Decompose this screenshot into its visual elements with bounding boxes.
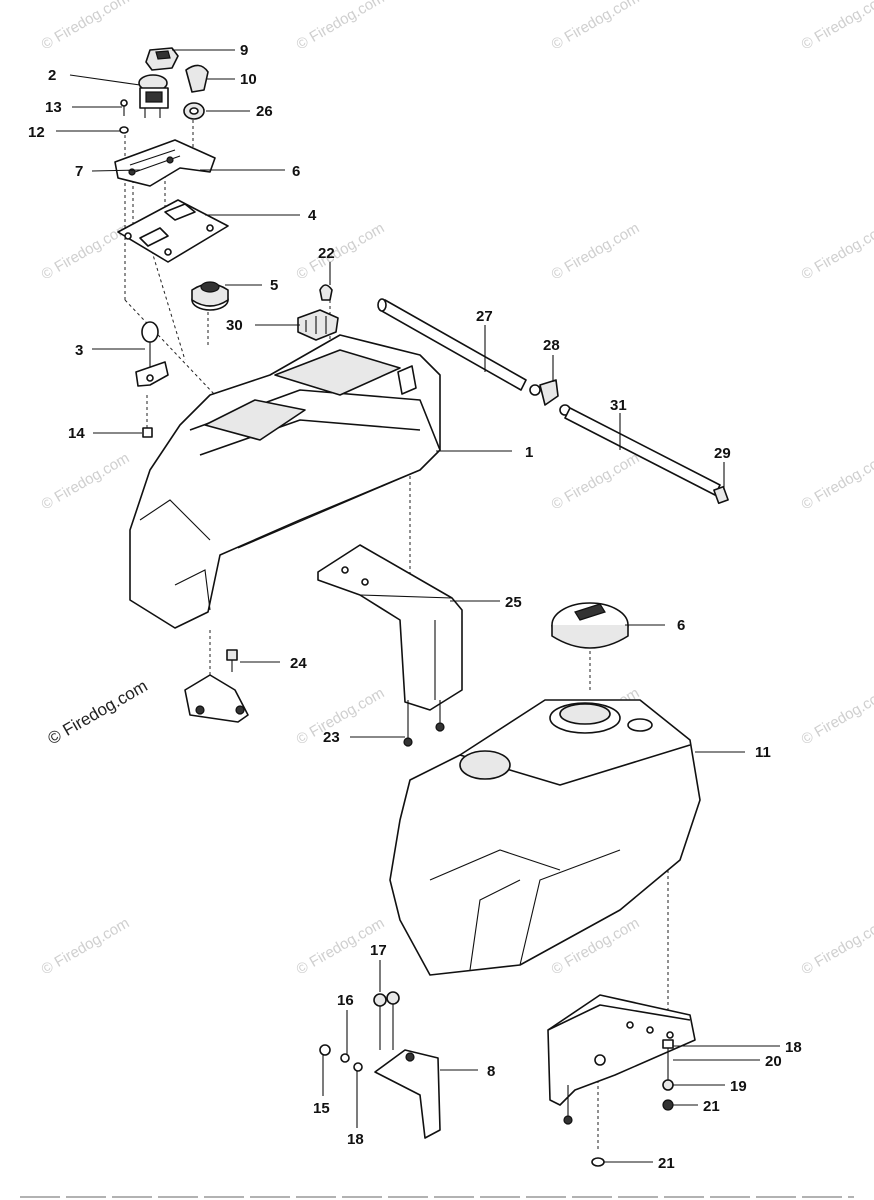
part-28-fuel-valve [529, 379, 571, 416]
watermark-tile: © Firedog.com [799, 684, 874, 748]
part-12-washer [119, 126, 129, 134]
callout-11: 11 [755, 744, 771, 761]
callout-6a: 6 [292, 163, 300, 180]
part-15-bolt [319, 1044, 331, 1056]
callout-18b: 18 [347, 1131, 364, 1148]
callout-21b: 21 [658, 1155, 675, 1172]
callout-26: 26 [256, 103, 273, 120]
watermark-tile: © Firedog.com [39, 914, 133, 978]
callout-17: 17 [370, 942, 387, 959]
callout-29: 29 [714, 445, 731, 462]
watermark-tile: © Firedog.com [39, 0, 133, 53]
part-22-clip [319, 284, 333, 301]
callout-numbers: 9 2 10 13 26 12 7 6 4 22 5 30 27 28 3 31… [28, 42, 802, 1172]
callout-6b: 6 [677, 617, 685, 634]
callout-4: 4 [308, 207, 317, 224]
part-29-fuel-filter [713, 485, 729, 505]
part-13-screw [120, 99, 128, 116]
part-5-switch-body [191, 281, 229, 311]
callout-31: 31 [610, 397, 627, 414]
callout-20: 20 [765, 1053, 782, 1070]
watermark-tile: © Firedog.com [294, 0, 388, 53]
part-6-fuel-cap [551, 602, 629, 649]
part-17-bolts [373, 991, 400, 1050]
part-23-bolts [403, 700, 445, 747]
callout-13: 13 [45, 99, 62, 116]
part-21-nut-lower [591, 1157, 605, 1167]
callout-19: 19 [730, 1078, 747, 1095]
watermark-tile: © Firedog.com [799, 914, 874, 978]
part-11-fuel-tank [389, 699, 701, 976]
part-1-console-cover [129, 334, 441, 629]
watermark-main: © Firedog.com [45, 676, 151, 748]
callout-15: 15 [313, 1100, 330, 1117]
part-18-washer-left [353, 1062, 363, 1072]
part-26-nut [183, 102, 205, 120]
callout-25: 25 [505, 594, 522, 611]
part-8-bracket [374, 1049, 441, 1139]
callout-30: 30 [226, 317, 243, 334]
watermark-tile: © Firedog.com [549, 449, 643, 513]
callout-1: 1 [525, 444, 533, 461]
bracket-left [184, 674, 249, 723]
callout-12: 12 [28, 124, 45, 141]
callout-23: 23 [323, 729, 340, 746]
callout-9: 9 [240, 42, 248, 59]
callout-10: 10 [240, 71, 257, 88]
part-25-support-bracket [317, 544, 463, 711]
part-9-switch-cap [145, 47, 179, 71]
part-6-bracket [114, 139, 216, 187]
watermark-tile: © Firedog.com [549, 0, 643, 53]
callout-8: 8 [487, 1063, 495, 1080]
callout-14: 14 [68, 425, 85, 442]
watermark-tile: © Firedog.com [799, 219, 874, 283]
watermark-tile: © Firedog.com [799, 0, 874, 53]
watermark-tile: © Firedog.com [39, 219, 133, 283]
watermark-tile: © Firedog.com [294, 219, 388, 283]
part-16-washer [340, 1053, 350, 1063]
callout-18a: 18 [785, 1039, 802, 1056]
part-3-choke-lever [135, 321, 169, 387]
callout-22: 22 [318, 245, 335, 262]
callout-3: 3 [75, 342, 83, 359]
bracket-right [547, 994, 696, 1125]
part-2-ignition-switch [138, 74, 169, 118]
callout-24: 24 [290, 655, 307, 672]
callout-16: 16 [337, 992, 354, 1009]
watermark-tile: © Firedog.com [39, 449, 133, 513]
part-14-nut [142, 427, 153, 438]
part-19-nut [662, 1079, 674, 1091]
leader-lines [56, 49, 780, 1163]
part-21-nut-upper [662, 1099, 674, 1111]
callout-27: 27 [476, 308, 493, 325]
callout-28: 28 [543, 337, 560, 354]
callout-7: 7 [75, 163, 83, 180]
part-10-knob [185, 64, 209, 93]
callout-5: 5 [270, 277, 278, 294]
callout-21a: 21 [703, 1098, 720, 1115]
watermark-tile: © Firedog.com [294, 684, 388, 748]
part-24-bolt [226, 649, 238, 672]
watermark-tile: © Firedog.com [799, 449, 874, 513]
part-30-connector [297, 309, 339, 341]
watermark-tile: © Firedog.com [549, 219, 643, 283]
part-18-spacer-right [662, 1039, 674, 1049]
callout-2: 2 [48, 67, 56, 84]
part-27-fuel-hose [377, 298, 527, 391]
part-4-mounting-plate [117, 199, 229, 263]
